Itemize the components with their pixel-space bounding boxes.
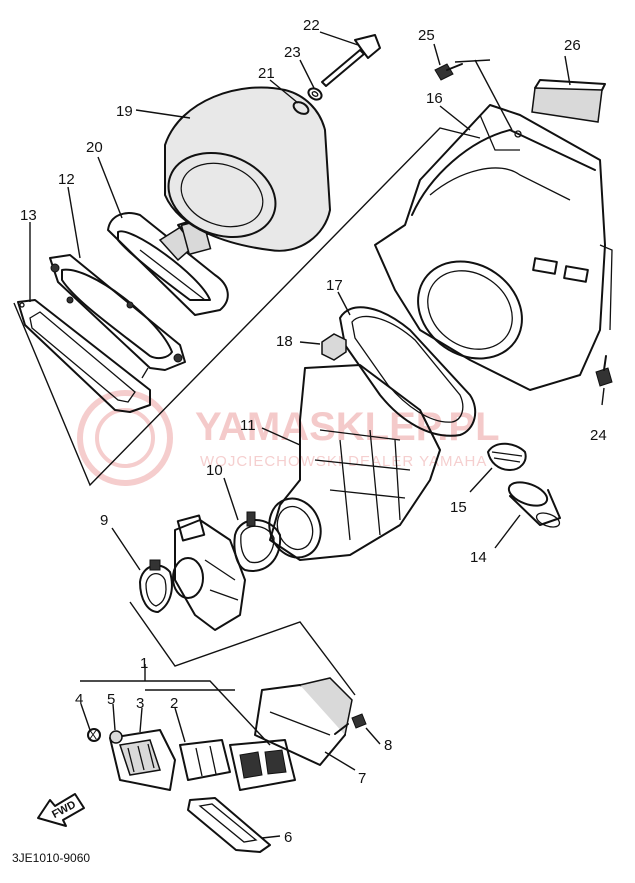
watermark-subtext: WOJCIECHOWSKI DEALER YAMAHA <box>200 453 487 470</box>
label-part-22: 22 <box>303 17 320 34</box>
leader-lines <box>29 31 605 839</box>
part-10-clamp <box>233 511 282 572</box>
part-2-reed-petal <box>179 739 231 781</box>
part-5-washer <box>109 730 123 744</box>
part-9-clamp <box>139 559 173 613</box>
part-23-washer <box>307 87 323 101</box>
part-7-reed-manifold <box>254 677 353 766</box>
part-15-clamp <box>487 442 527 471</box>
part-6-gasket <box>187 797 271 853</box>
label-part-13: 13 <box>20 207 37 224</box>
part-17-gasket <box>339 306 477 437</box>
label-part-23: 23 <box>284 44 301 61</box>
watermark: YAMASKLEP.PL WOJCIECHOWSKI DEALER YAMAHA <box>77 390 500 486</box>
label-part-2: 2 <box>170 695 178 712</box>
label-part-15: 15 <box>450 499 467 516</box>
label-part-6: 6 <box>284 829 292 846</box>
label-part-26: 26 <box>564 37 581 54</box>
label-part-16: 16 <box>426 90 443 107</box>
part-16-air-box <box>374 104 613 391</box>
part-8-bolt <box>334 713 367 735</box>
label-part-8: 8 <box>384 737 392 754</box>
part-number-labels: 1 2 3 4 5 6 7 8 9 10 11 12 13 14 15 16 1… <box>20 17 607 846</box>
part-26-pad <box>531 79 606 123</box>
diagram-code: 3JE1010-9060 <box>12 851 90 865</box>
label-part-11: 11 <box>240 417 256 434</box>
carburetor <box>172 514 246 631</box>
label-part-18: 18 <box>276 333 293 350</box>
watermark-logo-icon <box>77 390 173 486</box>
fwd-arrow-icon: FWD <box>37 793 85 827</box>
part-13-gasket <box>17 299 151 413</box>
part-18-nut <box>321 333 347 361</box>
part-4-screw: X <box>87 728 101 742</box>
assembly-guide-lines <box>13 127 481 746</box>
part-1-reed-valve-assembly <box>109 729 176 791</box>
watermark-text: YAMASKLEP.PL <box>195 405 500 449</box>
label-part-12: 12 <box>58 171 75 188</box>
label-part-14: 14 <box>470 549 487 566</box>
label-part-17: 17 <box>326 277 343 294</box>
label-part-10: 10 <box>206 462 223 479</box>
label-part-21: 21 <box>258 65 275 82</box>
part-25-bolt <box>434 63 463 81</box>
label-part-5: 5 <box>107 691 115 708</box>
part-3-reed-stopper <box>229 739 296 791</box>
part-21-washer <box>292 101 310 115</box>
label-part-20: 20 <box>86 139 103 156</box>
part-24-bolt <box>595 355 613 387</box>
label-part-25: 25 <box>418 27 435 44</box>
label-part-24: 24 <box>590 427 607 444</box>
label-part-3: 3 <box>136 695 144 712</box>
part-19-foam-filter <box>164 86 332 252</box>
label-part-4: 4 <box>75 691 83 708</box>
label-part-19: 19 <box>116 103 133 120</box>
part-22-wing-bolt <box>321 34 381 87</box>
svg-text:X: X <box>89 728 97 742</box>
label-part-9: 9 <box>100 512 108 529</box>
fwd-label: FWD <box>50 799 78 821</box>
part-11-intake-joint <box>268 364 441 561</box>
label-part-1: 1 <box>140 655 148 672</box>
label-part-7: 7 <box>358 770 366 787</box>
part-12-flange <box>49 254 186 379</box>
part-14-rubber-boot <box>507 481 561 528</box>
